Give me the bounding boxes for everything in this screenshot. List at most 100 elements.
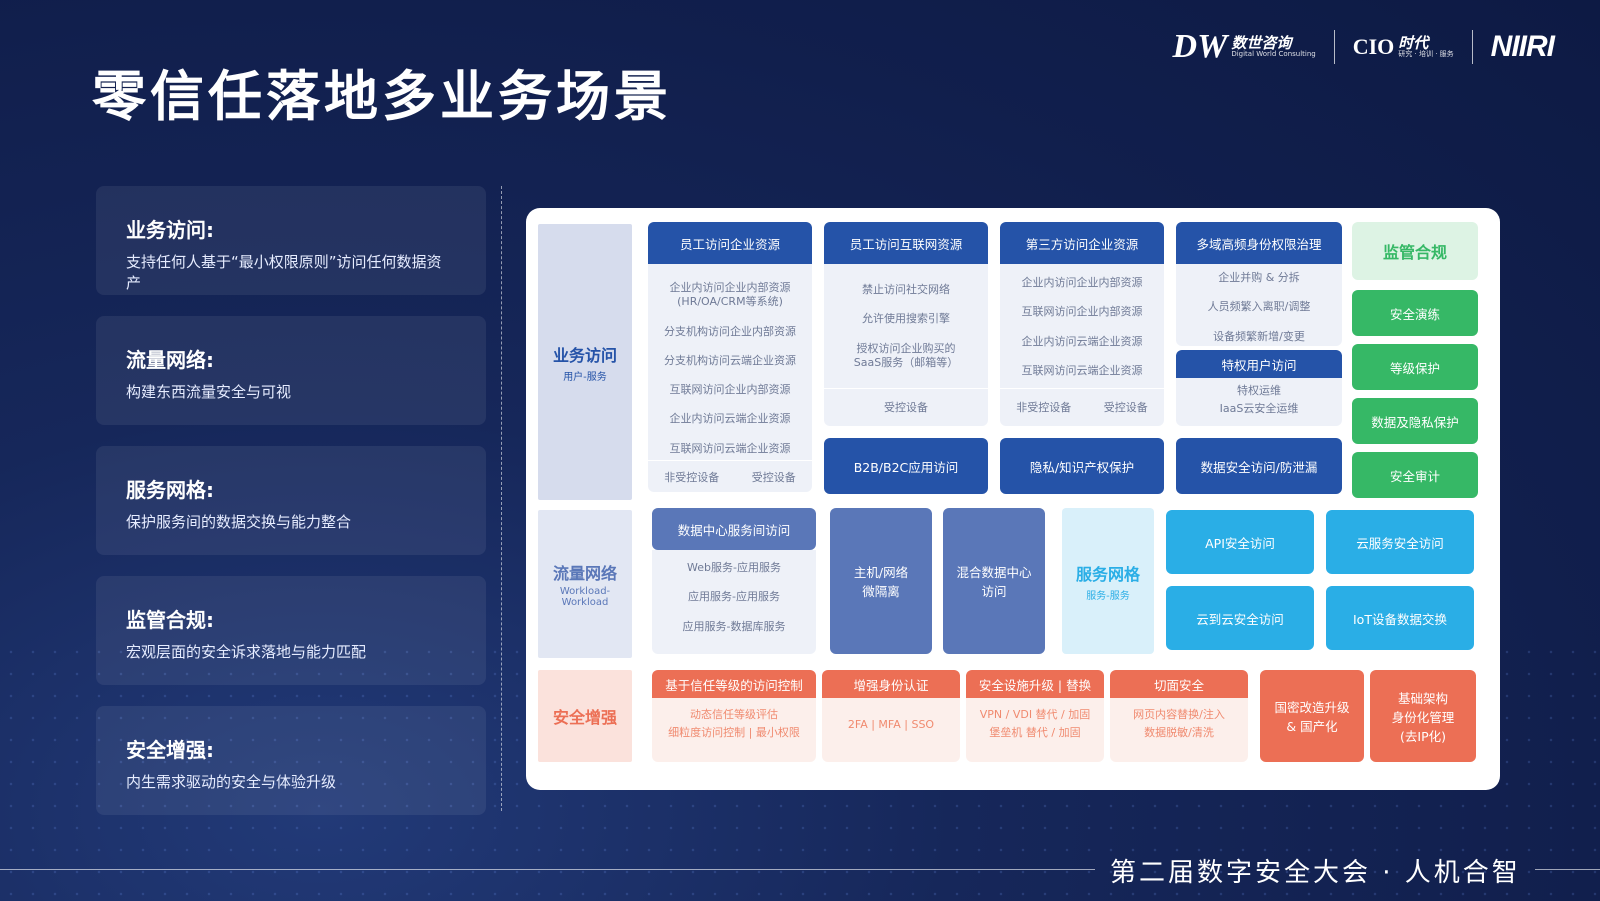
scenario-card-desc: 保护服务间的数据交换与能力整合: [126, 513, 352, 531]
conference-footer: 第二届数字安全大会 · 人机合智: [1110, 858, 1521, 888]
item-list: 特权运维 IaaS云安全运维: [1176, 378, 1342, 417]
list-item: 2FA | MFA | SSO: [847, 718, 935, 731]
col-header-employee-enterprise: 员工访问企业资源: [648, 222, 812, 264]
block-micro-segmentation: 主机/网络 微隔离: [830, 508, 932, 654]
logo-divider: [1333, 30, 1335, 64]
scenario-card-heading: 安全增强:: [126, 738, 214, 762]
footer-line-right: [1535, 869, 1600, 870]
list-item: 禁止访问社交网络: [862, 283, 950, 296]
list-item: 企业内访问云端企业资源: [669, 412, 791, 426]
col-header-enhanced-auth: 增强身份认证: [822, 670, 960, 698]
logo-niiri-mark: NIIRI: [1490, 30, 1555, 63]
list-item: 互联网访问企业内部资源: [1021, 305, 1143, 319]
scenario-card-service-mesh: 服务网格: 保护服务间的数据交换与能力整合: [96, 446, 486, 555]
scenario-card-desc: 构建东西流量安全与可视: [126, 383, 292, 401]
logo-cio-sub: 研究 · 培训 · 服务: [1398, 50, 1454, 59]
col-header-trust-access-control: 基于信任等级的访问控制: [652, 670, 816, 698]
col-dc-service: Web服务-应用服务 应用服务-应用服务 应用服务-数据库服务: [652, 550, 816, 654]
scenario-card-compliance: 监管合规: 宏观层面的安全诉求落地与能力匹配: [96, 576, 486, 685]
block-iot-data-exchange: IoT设备数据交换: [1326, 586, 1474, 650]
page-title: 零信任落地多业务场景: [92, 65, 672, 128]
item-list: VPN / VDI 替代 / 加固 堡垒机 替代 / 加固: [966, 698, 1104, 743]
block-identity-infra: 基础架构 身份化管理 (去IP化): [1370, 670, 1476, 762]
scenario-card-heading: 监管合规:: [126, 608, 214, 632]
logo-shushi-sub: Digital World Consulting: [1231, 50, 1316, 59]
scenario-card-list: 业务访问: 支持任何人基于“最小权限原则”访问任何数据资产 流量网络: 构建东西…: [96, 186, 486, 836]
list-item: 堡垒机 替代 / 加固: [989, 726, 1081, 740]
col-privileged-access: 特权运维 IaaS云安全运维: [1176, 378, 1342, 426]
block-b2b-b2c-access: B2B/B2C应用访问: [824, 438, 988, 494]
footer-line-left: [0, 869, 1095, 870]
block-guomi-localization: 国密改造升级 & 国产化: [1260, 670, 1364, 762]
logo-cio-name: 时代: [1398, 33, 1429, 52]
footer-item: 受控设备: [884, 400, 928, 414]
list-item: VPN / VDI 替代 / 加固: [979, 708, 1091, 721]
list-item: Web服务-应用服务: [687, 561, 781, 574]
col-enhanced-auth: 2FA | MFA | SSO: [822, 698, 960, 762]
list-item: 数据脱敏/清洗: [1144, 726, 1214, 740]
col-header-identity-governance: 多域高频身份权限治理: [1176, 222, 1342, 264]
list-item: 企业内访问企业内部资源 (HR/OA/CRM等系统): [669, 281, 791, 309]
logo-cio: CIO 时代 研究 · 培训 · 服务: [1353, 34, 1454, 60]
item-list: 网页内容替换/注入 数据脱敏/清洗: [1110, 698, 1248, 743]
list-item: 分支机构访问云端企业资源: [664, 353, 796, 367]
list-item: 动态信任等级评估: [690, 708, 778, 721]
list-item: 企业内访问云端企业资源: [1021, 334, 1143, 348]
device-footer: 非受控设备 受控设备: [1000, 388, 1164, 424]
compliance-item-mlps: 等级保护: [1352, 344, 1478, 390]
row-label-traffic: 流量网络 Workload-Workload: [538, 510, 632, 658]
logo-shushi-mark: DW: [1172, 28, 1228, 65]
list-item: 企业并购 & 分拆: [1218, 271, 1300, 284]
row-label-main: 业务访问: [552, 345, 617, 365]
block-data-security-dlp: 数据安全访问/防泄漏: [1176, 438, 1342, 494]
scenario-card-heading: 流量网络:: [126, 348, 214, 372]
scenario-card-desc: 支持任何人基于“最小权限原则”访问任何数据资产: [126, 253, 442, 292]
item-list: Web服务-应用服务 应用服务-应用服务 应用服务-数据库服务: [652, 550, 816, 642]
col-header-third-party: 第三方访问企业资源: [1000, 222, 1164, 264]
list-item: 应用服务-数据库服务: [682, 619, 786, 633]
logo-shushi-name: 数世咨询: [1231, 33, 1292, 52]
device-footer: 受控设备: [824, 388, 988, 424]
col-third-party: 企业内访问企业内部资源 互联网访问企业内部资源 企业内访问云端企业资源 互联网访…: [1000, 264, 1164, 426]
scenario-card-traffic-network: 流量网络: 构建东西流量安全与可视: [96, 316, 486, 425]
scenario-card-desc: 宏观层面的安全诉求落地与能力匹配: [126, 643, 367, 661]
footer-item: 非受控设备: [1016, 400, 1072, 414]
row-label-service-mesh: 服务网格 服务-服务: [1062, 508, 1154, 654]
block-privacy-ip-protection: 隐私/知识产权保护: [1000, 438, 1164, 494]
item-list: 动态信任等级评估 细粒度访问控制 | 最小权限: [652, 698, 816, 743]
list-item: 互联网访问云端企业资源: [1021, 363, 1143, 377]
list-item: 分支机构访问企业内部资源: [664, 324, 796, 338]
col-infra-upgrade: VPN / VDI 替代 / 加固 堡垒机 替代 / 加固: [966, 698, 1104, 762]
scenario-card-desc: 内生需求驱动的安全与体验升级: [126, 773, 337, 791]
logo-shushi: DW 数世咨询 Digital World Consulting: [1173, 28, 1316, 66]
item-list: 企业内访问企业内部资源 (HR/OA/CRM等系统) 分支机构访问企业内部资源 …: [648, 264, 812, 464]
item-list: 禁止访问社交网络 允许使用搜索引擎 授权访问企业购买的 SaaS服务（邮箱等）: [824, 264, 988, 378]
row-label-business: 业务访问 用户-服务: [538, 224, 632, 500]
col-aspect-security: 网页内容替换/注入 数据脱敏/清洗: [1110, 698, 1248, 762]
logo-cio-mark: CIO: [1352, 34, 1395, 59]
footer-item: 受控设备: [1103, 400, 1148, 414]
block-cloud-to-cloud: 云到云安全访问: [1166, 586, 1314, 650]
row-label-sub: 用户-服务: [563, 371, 607, 383]
block-hybrid-dc-access: 混合数据中心 访问: [943, 508, 1045, 654]
compliance-header: 监管合规: [1352, 222, 1478, 280]
scenario-card-business-access: 业务访问: 支持任何人基于“最小权限原则”访问任何数据资产: [96, 186, 486, 295]
compliance-item-privacy: 数据及隐私保护: [1352, 398, 1478, 444]
compliance-item-drill: 安全演练: [1352, 290, 1478, 336]
row-label-sub: 服务-服务: [1086, 590, 1130, 602]
col-header-aspect-security: 切面安全: [1110, 670, 1248, 698]
footer-item: 受控设备: [751, 470, 796, 484]
list-item: 互联网访问云端企业资源: [669, 441, 791, 455]
block-api-security: API安全访问: [1166, 510, 1314, 574]
logo-bar: DW 数世咨询 Digital World Consulting CIO 时代 …: [1173, 28, 1555, 66]
col-header-employee-internet: 员工访问互联网资源: [824, 222, 988, 264]
item-list: 2FA | MFA | SSO: [822, 698, 960, 732]
row-label-security: 安全增强: [538, 670, 632, 762]
list-item: 细粒度访问控制 | 最小权限: [668, 726, 800, 740]
col-identity-governance: 企业并购 & 分拆 人员频繁入离职/调整 设备频繁新增/变更: [1176, 264, 1342, 346]
list-item: 授权访问企业购买的 SaaS服务（邮箱等）: [853, 341, 959, 369]
logo-niiri: NIIRI: [1490, 30, 1555, 64]
row-label-main: 流量网络: [552, 564, 617, 583]
list-item: 允许使用搜索引擎: [862, 312, 950, 326]
scenario-matrix-panel: 业务访问 用户-服务 流量网络 Workload-Workload 安全增强 员…: [526, 208, 1500, 790]
